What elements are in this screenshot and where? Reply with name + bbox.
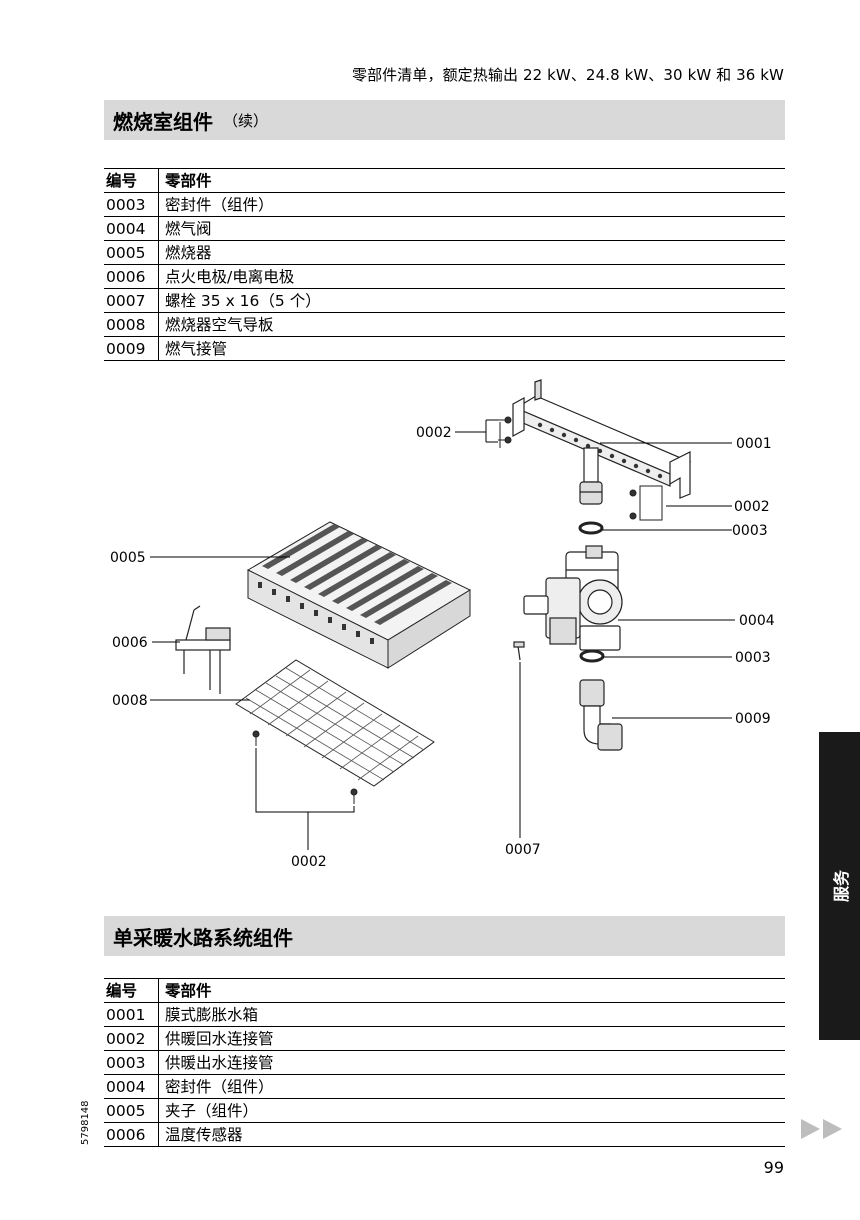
section-title-bar: 单采暖水路系统组件 — [104, 916, 785, 956]
service-tab-label: 服务 — [831, 869, 851, 903]
column-header-part: 零部件 — [158, 168, 785, 193]
leader-lines — [150, 419, 735, 850]
part-name: 密封件（组件） — [158, 1074, 785, 1099]
callout-0003: 0003 — [732, 523, 768, 539]
part-name: 点火电极/电离电极 — [158, 264, 785, 289]
part-name: 螺栓 35 x 16（5 个） — [158, 288, 785, 313]
section-title: 燃烧室组件 — [113, 109, 213, 134]
part-name: 燃气接管 — [158, 336, 785, 361]
part-number: 0003 — [104, 1050, 159, 1075]
part-number: 0008 — [104, 312, 159, 337]
callout-0002: 0002 — [734, 499, 770, 515]
gas-pipe-drawing — [579, 679, 623, 751]
service-side-tab[interactable]: 服务 — [819, 732, 860, 1040]
part-number: 0002 — [104, 1026, 159, 1051]
part-number: 0007 — [104, 288, 159, 313]
page-header-title: 零部件清单，额定热输出 22 kW、24.8 kW、30 kW 和 36 kW — [351, 66, 784, 84]
column-header-number: 编号 — [104, 978, 159, 1003]
part-number: 0003 — [104, 192, 159, 217]
document-code-wrapper: 5798148 — [80, 1100, 94, 1185]
part-number: 0004 — [104, 216, 159, 241]
callout-0005: 0005 — [110, 550, 146, 566]
part-number: 0006 — [104, 264, 159, 289]
callout-0007: 0007 — [505, 842, 541, 858]
burner-drawing — [246, 521, 472, 669]
gas-manifold-drawing — [512, 379, 692, 521]
part-name: 夹子（组件） — [158, 1098, 785, 1123]
air-guide-plate-drawing — [235, 659, 435, 787]
document-code: 5798148 — [80, 1100, 91, 1145]
section-subtitle: （续） — [223, 111, 269, 130]
part-number: 0005 — [104, 1098, 159, 1123]
section-title: 单采暖水路系统组件 — [113, 925, 293, 950]
seal-ring-upper — [578, 521, 604, 535]
bolt-drawing — [513, 641, 525, 661]
callout-0003: 0003 — [735, 650, 771, 666]
page-number: 99 — [763, 1158, 784, 1177]
part-number: 0005 — [104, 240, 159, 265]
part-name: 燃烧器 — [158, 240, 785, 265]
part-number: 0001 — [104, 1002, 159, 1027]
section-title-bar: 燃烧室组件 （续） — [104, 100, 785, 140]
seal-ring-lower — [579, 649, 605, 663]
callout-0008: 0008 — [112, 693, 148, 709]
next-page-arrows-icon[interactable] — [801, 1118, 845, 1140]
part-name: 供暖出水连接管 — [158, 1050, 785, 1075]
part-name: 燃气阀 — [158, 216, 785, 241]
column-header-number: 编号 — [104, 168, 159, 193]
callout-0002: 0002 — [291, 854, 327, 870]
part-number: 0006 — [104, 1122, 159, 1147]
part-number: 0004 — [104, 1074, 159, 1099]
gas-valve-drawing — [523, 545, 623, 651]
column-header-part: 零部件 — [158, 978, 785, 1003]
part-name: 温度传感器 — [158, 1122, 785, 1147]
exploded-parts-diagram: 0002 0001 0002 0003 0005 0004 0006 0003 … — [110, 379, 775, 870]
plate-screws-drawing — [252, 730, 358, 804]
screws-drawing — [498, 416, 512, 448]
electrodes-drawing — [175, 605, 231, 694]
callout-0009: 0009 — [735, 711, 771, 727]
table-header-row: 编号 零部件 — [104, 978, 785, 1003]
callout-0004: 0004 — [739, 613, 775, 629]
part-name: 密封件（组件） — [158, 192, 785, 217]
callout-0002: 0002 — [416, 425, 452, 441]
callout-0006: 0006 — [112, 635, 148, 651]
part-name: 供暖回水连接管 — [158, 1026, 785, 1051]
part-name: 膜式膨胀水箱 — [158, 1002, 785, 1027]
part-name: 燃烧器空气导板 — [158, 312, 785, 337]
table-header-row: 编号 零部件 — [104, 168, 785, 193]
callout-0001: 0001 — [736, 436, 772, 452]
part-number: 0009 — [104, 336, 159, 361]
